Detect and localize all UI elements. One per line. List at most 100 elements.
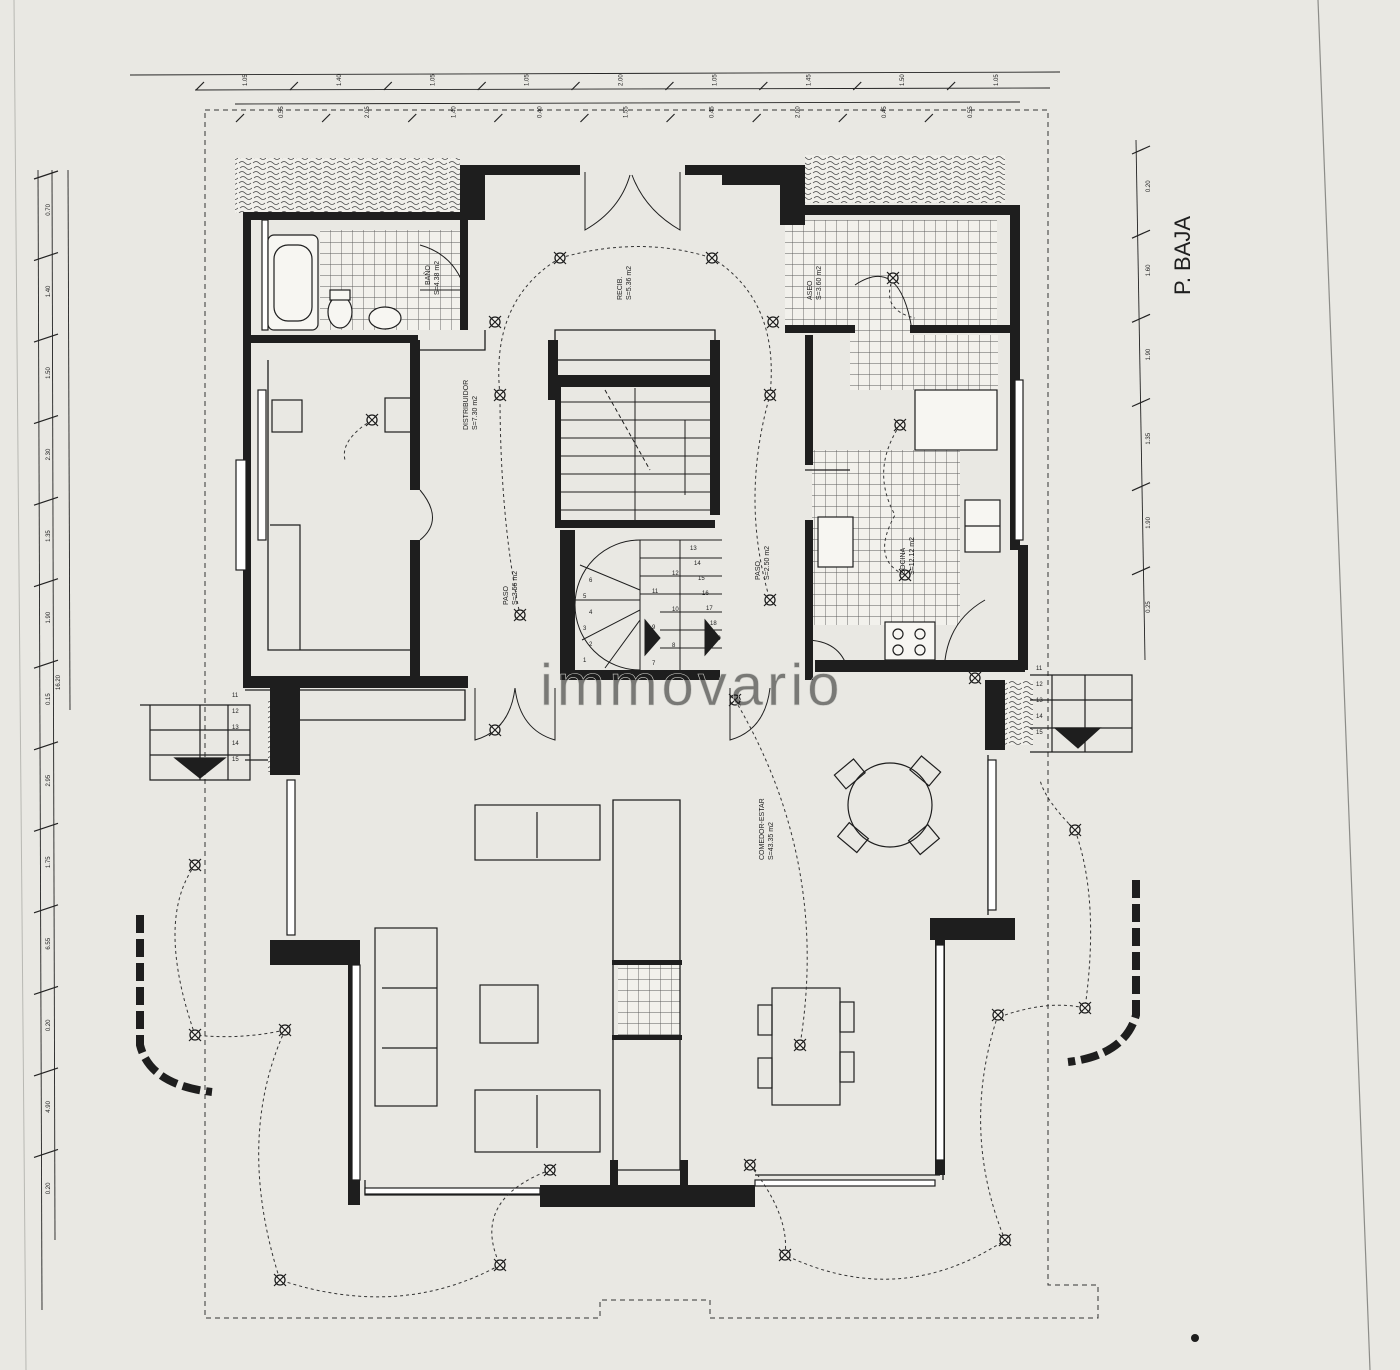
sofa-left [374, 927, 438, 1107]
dimension-label: 0.20 [46, 1019, 52, 1031]
kitchen-fixtures [817, 389, 1001, 661]
top-dimension-ticks [195, 81, 956, 123]
terrace-left [140, 704, 251, 781]
dimension-label: 0.40 [537, 106, 543, 118]
light-point-icon [553, 251, 567, 265]
dimension-label: 0.55 [279, 106, 285, 118]
room-comedor-area: S=43.35 m2 [768, 822, 775, 860]
room-paso-left-name: PASO [503, 586, 510, 605]
dimension-label: 0.25 [1146, 601, 1152, 613]
paper-edge [13, 0, 27, 1370]
entry-door-left [584, 172, 631, 231]
dimension-label: 1.40 [46, 285, 52, 297]
right-dimension-ticks [1131, 145, 1151, 576]
dimension-label: 1.50 [46, 367, 52, 379]
dimension-label: 1.75 [46, 856, 52, 868]
left-total-dimension: 16.20 [56, 674, 62, 690]
stair-upper-flight [560, 388, 710, 520]
windows [235, 219, 1024, 1195]
dimension-label: 1.05 [243, 74, 249, 86]
exterior-step-number: 14 [1036, 714, 1043, 720]
stair-step-number: 9 [652, 625, 656, 631]
room-bano-name: BAÑO [423, 265, 432, 285]
dimension-label: 1.05 [431, 74, 437, 86]
room-paso-right-name: PASO [755, 561, 762, 580]
planter-left [235, 158, 460, 213]
dimension-label: 0.45 [710, 106, 716, 118]
living-furniture [374, 755, 942, 1153]
bedroom-door [419, 489, 433, 541]
exterior-step-number: 13 [1036, 698, 1043, 704]
stair-step-number: 18 [710, 621, 717, 627]
left-dimension-ticks [33, 170, 59, 1159]
stair-step-number: 19 [714, 636, 721, 642]
room-aseo-area: S=3.60 m2 [816, 266, 823, 300]
light-point-icon [188, 1028, 202, 1042]
dimension-label: 1.40 [451, 106, 457, 118]
stair-step-number: 12 [672, 571, 679, 577]
exterior-step-number: 14 [232, 741, 239, 747]
stair-step-number: 17 [706, 606, 713, 612]
light-point-icon [513, 608, 527, 622]
room-labels: DISTRIBUIDOR S=7.30 m2 RECIB. S=5.36 m2 … [423, 261, 916, 860]
dimension-label: 2.95 [46, 774, 52, 786]
room-aseo-name: ASEO [807, 280, 814, 300]
room-recibidor-name: RECIB. [617, 277, 624, 300]
stair-step-number: 13 [690, 546, 697, 552]
dimension-label: 0.15 [46, 693, 52, 705]
plot-boundary [204, 109, 1099, 1319]
dimension-label: 1.05 [525, 74, 531, 86]
stair-step-number: 1 [583, 658, 587, 664]
dimension-label: 1.90 [1146, 348, 1152, 360]
planter-right [805, 155, 1005, 203]
light-point-icon [778, 1248, 792, 1262]
dimension-label: 0.20 [1146, 180, 1152, 192]
dimension-label: 0.45 [882, 106, 888, 118]
light-point-icon [743, 1158, 757, 1172]
dimension-label: 1.05 [994, 74, 1000, 86]
dimension-label: 1.35 [46, 530, 52, 542]
light-point-icon [763, 388, 777, 402]
dimension-label: 1.40 [337, 74, 343, 86]
nightstand-right [384, 397, 414, 433]
dimension-label: 0.20 [46, 1182, 52, 1194]
exterior-step-number: 15 [232, 757, 239, 763]
plan-title: P. BAJA [1170, 216, 1195, 295]
top-dimension-chain [129, 71, 1061, 105]
room-paso-left-area: S=3.56 m2 [512, 571, 519, 605]
light-point-icon [898, 568, 912, 582]
room-recibidor-area: S=5.36 m2 [626, 266, 633, 300]
bay-windows [136, 880, 1140, 1096]
stair-step-number: 10 [672, 607, 679, 613]
fridge [817, 516, 854, 568]
light-point-icon [886, 271, 900, 285]
ink-dot [1191, 1334, 1199, 1342]
dimension-label: 6.55 [46, 937, 52, 949]
dimension-label: 1.35 [1146, 432, 1152, 444]
light-point-icon [488, 315, 502, 329]
light-point-icon [968, 671, 982, 685]
light-point-icon [705, 251, 719, 265]
room-comedor-name: COMEDOR-ESTAR [759, 798, 766, 860]
doors [419, 172, 986, 741]
planter-terrace-right [1005, 680, 1033, 745]
stair-step-number: 14 [694, 561, 701, 567]
light-point-icon [273, 1273, 287, 1287]
stair-step-number: 11 [652, 589, 659, 595]
stair-step-number: 2 [589, 642, 593, 648]
sofa-bottom [474, 1089, 601, 1153]
room-cocina-area: S=12.12 m2 [909, 537, 916, 575]
fireplace-hearth [618, 965, 680, 1035]
right-dimension-labels: 0.201.601.901.351.900.25 [1146, 180, 1152, 613]
stove [884, 621, 936, 661]
light-point-icon [365, 413, 379, 427]
dimension-label: 2.00 [796, 106, 802, 118]
terrace-right [1030, 674, 1133, 753]
kitchen-door [804, 639, 849, 671]
paper-edge [1317, 0, 1371, 1370]
light-point-icon [998, 1233, 1012, 1247]
